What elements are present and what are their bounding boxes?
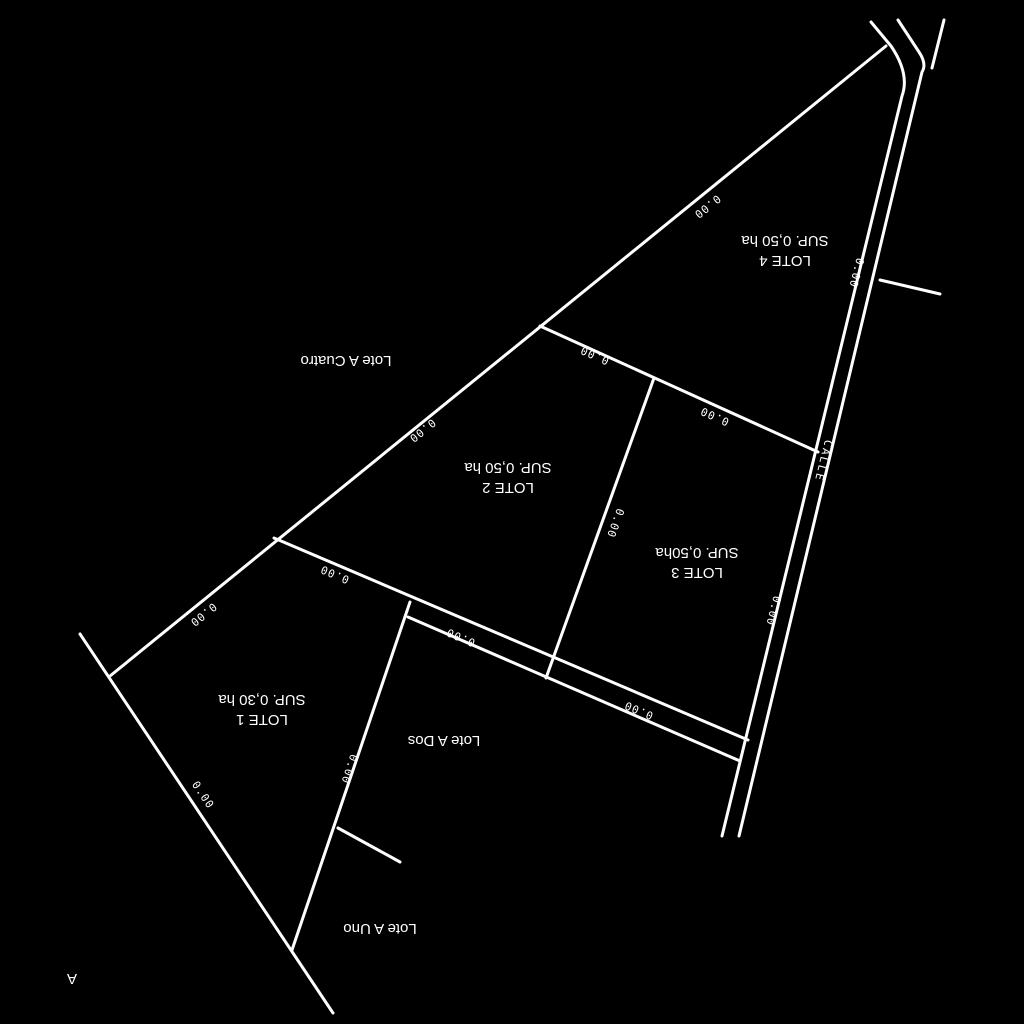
boundary-lote1-east (290, 600, 412, 952)
boundary-northwest (108, 44, 888, 678)
street-line-outer (737, 18, 926, 838)
dim-northwest-upper: 0.00 (691, 192, 723, 221)
dim-street-upper: 0.00 (846, 256, 866, 289)
neighbor-lote-a-dos: Lote A Dos (408, 732, 481, 749)
boundary-lines (78, 18, 946, 1015)
dim-lote1-east: 0.00 (338, 753, 360, 786)
neighbor-lote-a-uno: Lote A Uno (343, 920, 416, 937)
lote2-name: LOTE 2 (482, 479, 534, 496)
boundary-stub-south (336, 826, 402, 864)
lote3-name: LOTE 3 (671, 564, 723, 581)
lote2-label: LOTE 2 SUP. 0,50 ha (464, 459, 552, 496)
dim-lote1-north: 0.00 (318, 562, 351, 586)
dim-street-lower: 0.00 (763, 594, 783, 627)
dimension-labels: 0.00 0.00 0.00 0.00 0.00 0.00 0.00 0.00 … (187, 192, 866, 811)
lote1-name: LOTE 1 (236, 711, 288, 728)
street-line-outer-top (930, 18, 946, 70)
dim-northwest-lower: 0.00 (187, 600, 219, 629)
street-label: CALLE (812, 438, 835, 483)
divider-lote1-lote2 (272, 536, 750, 742)
north-arrow-icon: A (67, 970, 77, 987)
lote4-label: LOTE 4 SUP. 0,50 ha (741, 232, 829, 269)
lote4-name: LOTE 4 (759, 252, 811, 269)
street-line-inner (720, 20, 906, 838)
divider-passage (406, 615, 742, 763)
dim-passage-upper: 0.00 (444, 625, 477, 649)
dim-lote4-south-left: 0.00 (578, 343, 611, 367)
divider-lote2-lote3 (544, 376, 656, 680)
lote3-label: LOTE 3 SUP. 0,50ha (655, 544, 739, 581)
lote4-area: SUP. 0,50 ha (741, 232, 829, 249)
dim-southwest: 0.00 (189, 779, 217, 812)
lote1-area: SUP. 0,30 ha (218, 691, 306, 708)
lote3-area: SUP. 0,50ha (655, 544, 739, 561)
boundary-southwest (78, 632, 335, 1015)
boundary-stub-east (878, 278, 942, 296)
lote1-label: LOTE 1 SUP. 0,30 ha (218, 691, 306, 728)
neighbor-lote-a-cuatro: Lote A Cuatro (301, 352, 392, 369)
dim-lote4-south-right: 0.00 (698, 404, 731, 428)
lote2-area: SUP. 0,50 ha (464, 459, 552, 476)
divider-lote4-south (538, 324, 820, 454)
